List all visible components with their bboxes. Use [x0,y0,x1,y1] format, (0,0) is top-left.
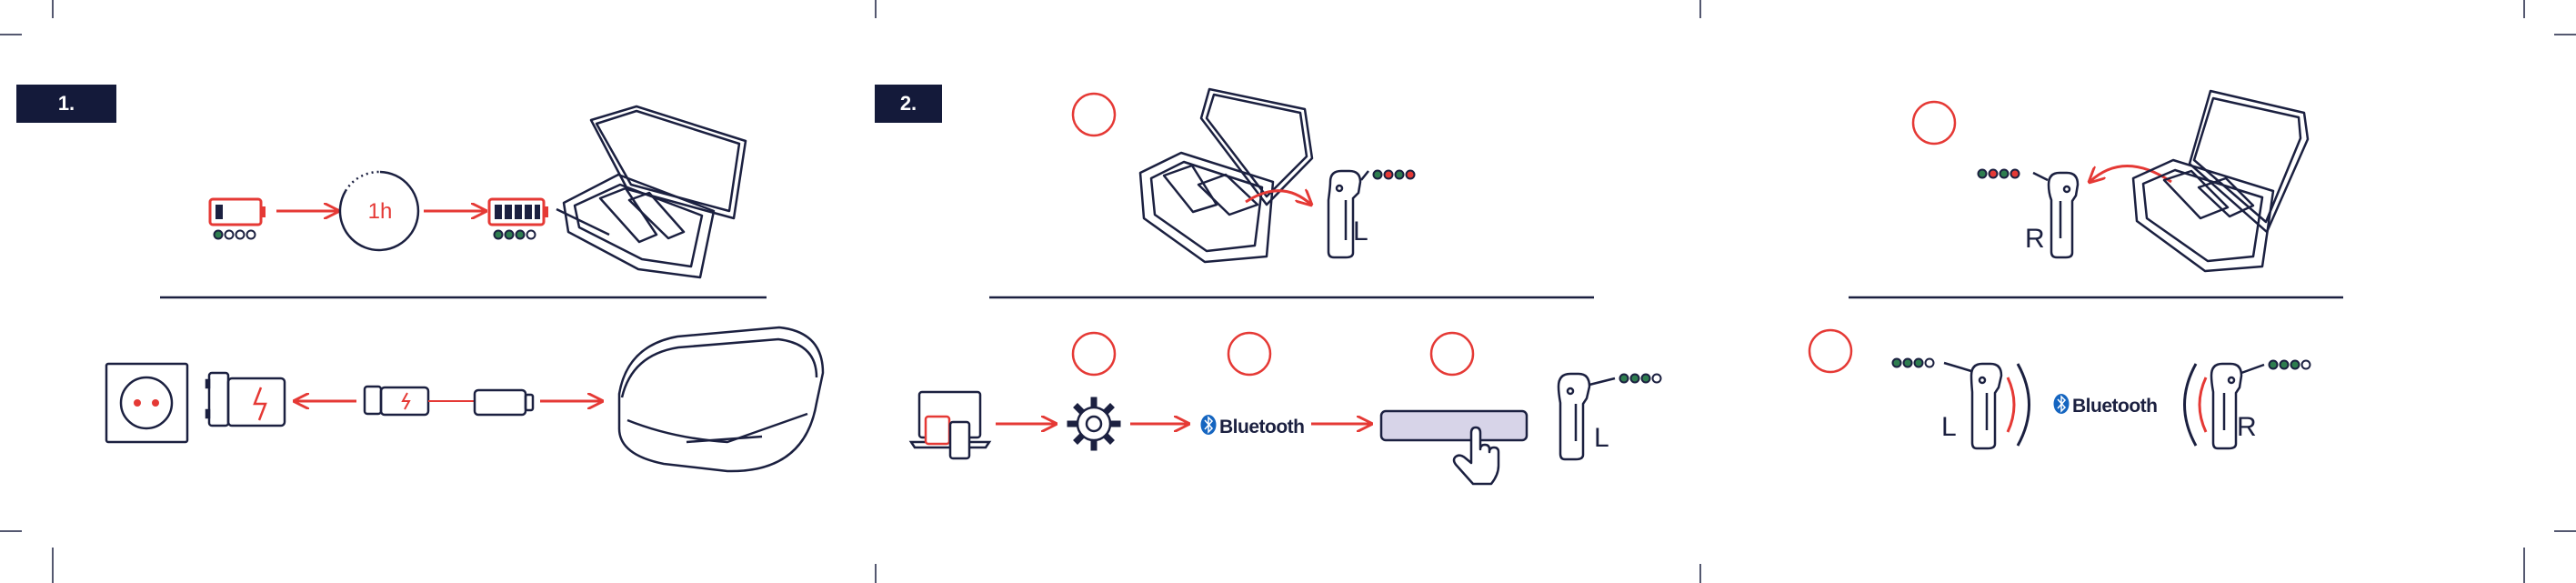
bluetooth-icon [2054,394,2070,414]
earbud-left-label-3: L [1941,412,1957,442]
arrow [2090,166,2171,183]
earbud-right-label: R [2025,224,2045,254]
earbud-left-label-2: L [1594,423,1609,453]
usb-a-connector-icon [365,387,428,415]
bluetooth-label: Bluetooth [1219,417,1304,437]
charging-case-open-icon [556,106,746,277]
led-dots-icon [1893,359,1934,367]
device-list-entry [1381,411,1527,440]
step-marker-circle [1073,333,1115,375]
led-dots-icon [2270,361,2310,369]
charge-duration-label: 1h [368,199,393,224]
step-marker-circle [1073,94,1115,136]
led-dots-icon [495,231,536,239]
led-dots-icon [1620,375,1661,383]
charging-case-open-icon [2133,91,2308,271]
battery-low-icon [210,199,266,225]
bluetooth-label-2: Bluetooth [2072,396,2157,417]
battery-full-icon [489,199,548,225]
step-marker-circle [1431,333,1473,375]
led-dots-icon [1979,170,2020,178]
charging-case-open-icon [1140,89,1312,262]
charging-case-closed-icon [619,327,823,471]
earbud-left-label: L [1353,216,1368,246]
step-marker-circle [1228,333,1270,375]
led-dots-icon [1374,171,1415,179]
led-dots-icon [215,231,256,239]
step-marker-circle [1913,102,1955,144]
phone-laptop-icon [911,392,989,458]
clock-icon: 1h [340,172,418,250]
sound-waves-right [2185,364,2207,446]
step-marker-circle [1809,330,1851,372]
gear-icon [1070,400,1118,447]
charger-plug-icon [206,373,285,426]
usb-c-connector-icon [475,390,533,415]
sound-waves-left [2008,364,2030,446]
earbud-right-label-2: R [2237,412,2257,442]
wall-socket-icon [106,364,187,442]
bluetooth-icon [1201,415,1217,435]
